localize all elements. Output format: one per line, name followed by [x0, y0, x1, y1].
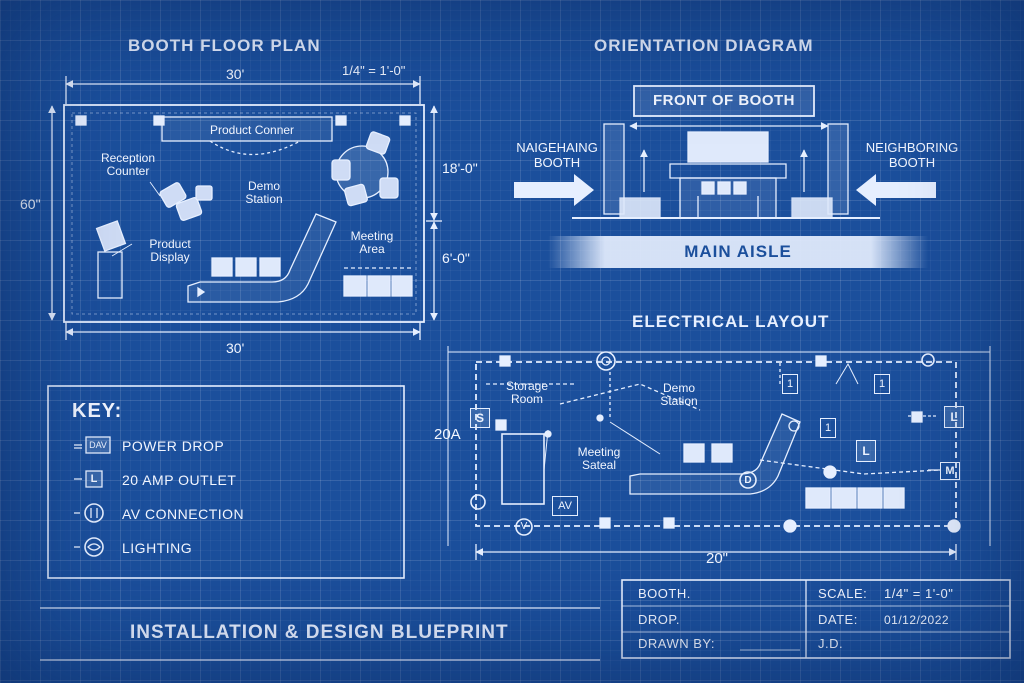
- product-corner-counter: [161, 116, 333, 142]
- electrical-title: ELECTRICAL LAYOUT: [632, 312, 830, 331]
- marker-av: AV: [552, 496, 578, 516]
- orientation-title: ORIENTATION DIAGRAM: [594, 36, 814, 55]
- label-electrical-demo: Demo Station: [660, 381, 698, 408]
- front-of-booth-box: [633, 85, 815, 117]
- marker-s: S: [470, 408, 490, 428]
- left-neighbor-label: NAIGEHAING BOOTH: [516, 140, 598, 170]
- title-block: [621, 579, 1011, 659]
- electrical-demo-counter: [629, 413, 801, 495]
- tb-scale-value: 1/4" = 1'-0": [884, 586, 954, 601]
- floor-plan-drawing: [48, 76, 442, 340]
- electrical-width-label: 20": [706, 550, 729, 567]
- blueprint-title: INSTALLATION & DESIGN BLUEPRINT: [130, 622, 509, 643]
- floor-plan-dim-right-upper: 18'-0": [442, 160, 478, 176]
- key-lighting-label: LIGHTING: [122, 540, 193, 556]
- marker-1-b: 1: [874, 374, 890, 394]
- marker-v: V: [520, 521, 528, 532]
- tb-drop-label: DROP.: [638, 612, 680, 627]
- electrical-amp-label: 20A: [434, 426, 461, 443]
- main-aisle-band: [548, 236, 928, 268]
- marker-1-c: 1: [820, 418, 836, 438]
- key-outlet-icon: L: [90, 473, 98, 485]
- key-power-drop-icon: DAV: [89, 440, 107, 450]
- right-arrow: [856, 174, 936, 206]
- tb-drawn-by-label: DRAWN BY:: [638, 636, 715, 651]
- marker-m: M: [940, 462, 960, 480]
- product-display: [97, 251, 123, 299]
- marker-l-right: L: [944, 406, 964, 428]
- key-av-connection-label: AV CONNECTION: [122, 506, 245, 522]
- curved-counter: [187, 213, 337, 303]
- storage-room: [501, 433, 545, 505]
- label-meeting-sateal: Meeting Sateal: [577, 445, 621, 472]
- tb-date-label: DATE:: [818, 612, 858, 627]
- floor-plan-dim-bottom: 30': [226, 340, 245, 356]
- key-title: KEY:: [72, 400, 123, 422]
- label-reception-counter: Reception Counter: [100, 151, 156, 178]
- electrical-drawing: [447, 346, 991, 560]
- main-aisle-label: MAIN AISLE: [684, 242, 792, 261]
- label-storage-room: Storage Room: [505, 379, 549, 406]
- booth-outline: [63, 104, 425, 323]
- label-product-corner: Product Conner: [210, 123, 295, 137]
- marker-1-a: 1: [782, 374, 798, 394]
- floor-plan-dim-top: 30': [226, 66, 245, 82]
- title-block-drawing: [40, 579, 1011, 661]
- left-column: [603, 123, 625, 215]
- marker-d: D: [744, 475, 752, 486]
- right-column: [827, 123, 849, 215]
- label-product-display: Product Display: [149, 237, 191, 264]
- label-meeting-area: Meeting Area: [350, 229, 394, 256]
- key-drawing: [47, 385, 405, 579]
- floor-plan-title: BOOTH FLOOR PLAN: [128, 36, 321, 55]
- floor-plan-dim-right-lower: 6'-0": [442, 250, 470, 266]
- booth-header-sign: [687, 131, 769, 163]
- orientation-drawing: [572, 85, 880, 219]
- floor-plan-dim-left: 60": [20, 196, 41, 212]
- key-power-drop-label: POWER DROP: [122, 438, 225, 454]
- key-outlet-label: 20 AMP OUTLET: [122, 472, 237, 488]
- tb-booth-label: BOOTH.: [638, 586, 691, 601]
- tb-scale-label: SCALE:: [818, 586, 868, 601]
- key-box: [47, 385, 405, 579]
- floor-plan-scale: 1/4" = 1'-0": [342, 63, 406, 78]
- electrical-outline: [475, 361, 957, 527]
- right-neighbor-label: NEIGHBORING BOOTH: [865, 140, 959, 170]
- tb-drawn-by-value: J.D.: [818, 636, 844, 651]
- marker-l-center: L: [856, 440, 876, 462]
- front-of-booth-label: FRONT OF BOOTH: [653, 92, 795, 109]
- tb-date-value: 01/12/2022: [884, 613, 950, 627]
- label-demo-station: Demo Station: [245, 179, 283, 206]
- left-arrow: [514, 174, 594, 206]
